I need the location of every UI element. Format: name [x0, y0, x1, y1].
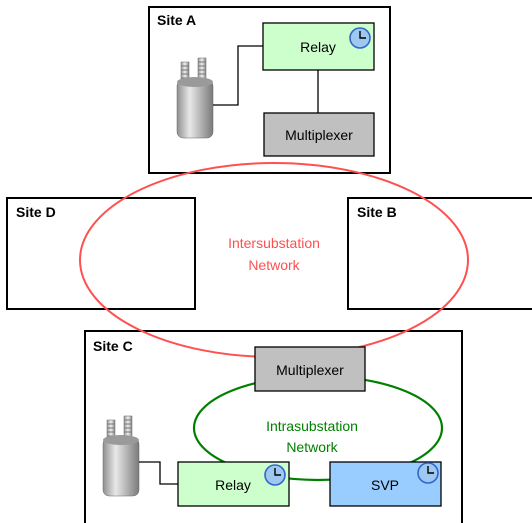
- site-d-label: Site D: [16, 204, 56, 220]
- intersubstation-label-line1: Intersubstation: [228, 235, 320, 251]
- clock-icon: [349, 27, 371, 49]
- svp[interactable]: SVP: [329, 461, 442, 507]
- intrasubstation-label-line2: Network: [286, 439, 338, 455]
- relay-a[interactable]: Relay: [262, 22, 375, 71]
- intrasubstation-label-line1: Intrasubstation: [266, 418, 358, 434]
- svp-label: SVP: [371, 477, 399, 493]
- site-c-label: Site C: [93, 338, 133, 354]
- multiplexer-a[interactable]: Multiplexer: [263, 112, 375, 157]
- transformer-icon: [102, 415, 140, 497]
- relay-c[interactable]: Relay: [177, 461, 290, 507]
- site-b-box: [347, 197, 532, 310]
- transformer-icon: [176, 57, 214, 139]
- connector-transformer-relay-a: [213, 45, 263, 106]
- intersubstation-label-line2: Network: [248, 257, 300, 273]
- site-a: Site A Relay Multiplexer: [148, 6, 391, 174]
- connector-transformer-relay-c: [139, 461, 178, 485]
- site-b: Site B: [347, 197, 532, 310]
- relay-a-label: Relay: [300, 39, 336, 55]
- multiplexer-c[interactable]: Multiplexer: [254, 346, 366, 392]
- clock-icon: [264, 464, 286, 486]
- multiplexer-c-label: Multiplexer: [276, 362, 344, 378]
- site-b-label: Site B: [357, 204, 397, 220]
- multiplexer-a-label: Multiplexer: [285, 127, 353, 143]
- site-d: Site D: [6, 197, 196, 310]
- site-a-label: Site A: [157, 12, 196, 28]
- clock-icon: [417, 462, 439, 484]
- relay-c-label: Relay: [215, 477, 251, 493]
